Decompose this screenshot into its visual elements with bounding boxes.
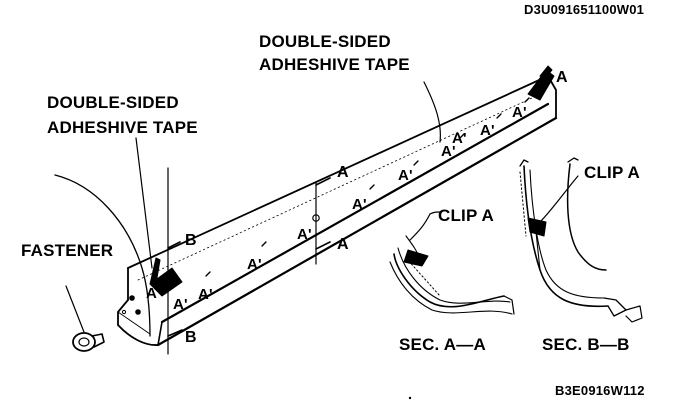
clip-mark: A' [398, 167, 413, 184]
clip-mark: A' [352, 196, 367, 213]
clip-mark: A' [480, 122, 495, 139]
tape-right-end [527, 65, 555, 101]
section-line-a [312, 177, 331, 265]
tape-label-top-line2: ADHESHIVE TAPE [259, 55, 410, 74]
clip-mark: A' [247, 256, 262, 273]
section-a-a-drawing [389, 211, 515, 315]
tape-left-end [149, 257, 183, 297]
section-b-b-drawing [519, 157, 643, 323]
section-mark-b-upper: B [185, 232, 197, 249]
section-mark-b-lower: B [185, 329, 197, 346]
section-mark-tape-end: A [556, 69, 568, 86]
leader-tape-left [135, 137, 153, 269]
clip-mark: A' [297, 226, 312, 243]
clip-a-label-left: CLIP A [438, 206, 494, 225]
section-line-b [167, 167, 183, 355]
section-b-b-caption: SEC. B—B [542, 335, 630, 354]
clip-mark: A' [452, 130, 467, 147]
section-a-a-caption: SEC. A—A [399, 335, 486, 354]
leader-tape-top [423, 81, 441, 143]
clip-mark: A' [173, 296, 188, 313]
leader-clip-a-right [539, 175, 579, 223]
section-mark-a-upper: A [337, 164, 349, 181]
leader-fastener [54, 270, 70, 300]
clip-mark: A' [441, 143, 456, 160]
figure-code-bottom: B3E0916W112 [555, 383, 645, 398]
clip-mark: A' [198, 286, 213, 303]
fastener-part [65, 285, 141, 352]
tape-label-top-line1: DOUBLE-SIDED [259, 32, 391, 51]
clip-mark: A' [146, 285, 161, 302]
clip-mark: A' [512, 104, 527, 121]
clip-mark-ticks [205, 97, 530, 277]
clip-a-label-right: CLIP A [584, 163, 640, 182]
figure-code-top: D3U091651100W01 [524, 2, 645, 17]
fastener-label: FASTENER [21, 241, 114, 260]
tape-label-left-line1: DOUBLE-SIDED [47, 93, 179, 112]
leader-clip-a-left [429, 211, 441, 215]
section-mark-a-lower: A [337, 236, 349, 253]
tape-label-left-line2: ADHESHIVE TAPE [47, 118, 198, 137]
